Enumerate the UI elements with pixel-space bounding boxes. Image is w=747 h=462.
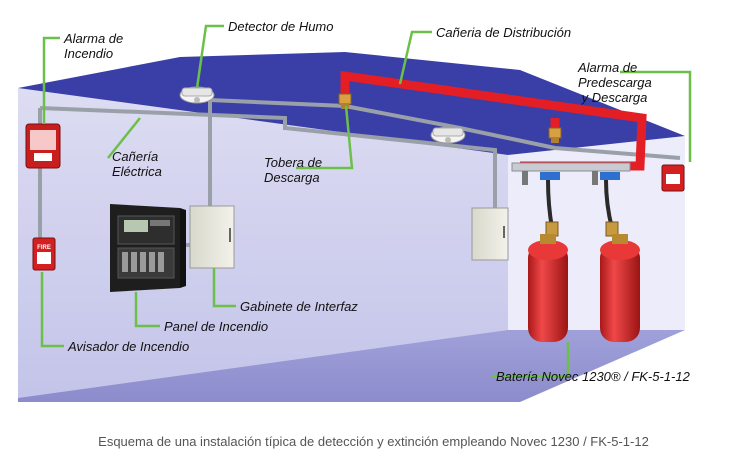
- figure-caption: Esquema de una instalación típica de det…: [98, 434, 649, 449]
- smoke-detector-1: [179, 86, 215, 104]
- novec-cylinder-2: [600, 221, 640, 342]
- leader-alarma-predescarga: [620, 70, 692, 162]
- leader-caneria-distribucion: [398, 30, 432, 85]
- label-tobera-descarga: Tobera de Descarga: [264, 155, 323, 185]
- label-bateria-novec: Batería Novec 1230® / FK-5-1-12: [496, 369, 690, 384]
- fire-alarm-device: [25, 123, 61, 169]
- label-caneria-distribucion: Cañeria de Distribución: [436, 25, 572, 40]
- leader-alarma-incendio: [42, 36, 60, 124]
- leader-detector-humo: [195, 24, 224, 89]
- room-left-wall: [18, 88, 508, 398]
- leader-bateria-novec: [492, 342, 570, 378]
- interface-cabinet-2: [471, 207, 509, 261]
- leader-panel-incendio: [134, 292, 160, 328]
- leader-avisador-incendio: [40, 272, 64, 348]
- predischarge-alarm-device: [661, 164, 685, 192]
- label-caneria-electrica: Cañería Eléctrica: [112, 149, 162, 179]
- label-gabinete-interfaz: Gabinete de Interfaz: [240, 299, 358, 314]
- label-avisador-incendio: Avisador de Incendio: [68, 339, 190, 354]
- label-panel-incendio: Panel de Incendio: [164, 319, 269, 334]
- novec-cylinder-1: [528, 221, 568, 342]
- label-alarma-incendio: Alarma de Incendio: [64, 31, 124, 61]
- interface-cabinet-1: [189, 205, 235, 269]
- leader-tobera-descarga: [296, 105, 354, 170]
- leader-lines: [40, 24, 692, 378]
- fire-control-panel: [110, 204, 186, 292]
- fire-sign-text: FIRE: [37, 245, 51, 251]
- leader-caneria-electrica: [107, 117, 141, 159]
- leader-gabinete-interfaz: [212, 268, 236, 308]
- smoke-detector-2: [430, 126, 466, 144]
- label-detector-humo: Detector de Humo: [228, 19, 334, 34]
- label-alarma-predescarga: Alarma de Predescarga y Descarga: [578, 60, 652, 105]
- discharge-nozzle-2: [548, 127, 562, 143]
- manual-pull-station: FIRE: [32, 237, 56, 271]
